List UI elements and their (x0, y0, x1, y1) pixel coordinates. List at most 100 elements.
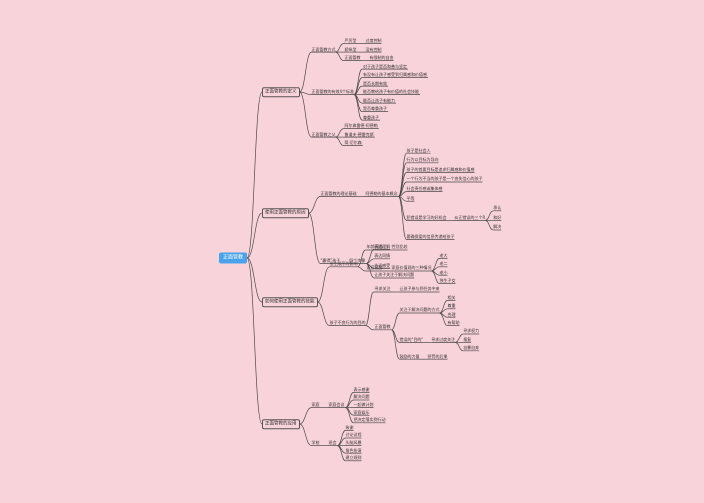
mindmap-node-depth-3[interactable]: 关注于解决问题的方式 (399, 307, 440, 313)
mindmap-node-depth-2[interactable]: 娇纵型 (344, 46, 357, 52)
mindmap-node-depth-3[interactable]: 鼓励的力量 (399, 353, 420, 359)
branch-connector (357, 266, 366, 272)
mindmap-node-depth-2[interactable]: 寻求关注 (374, 286, 391, 292)
branch-connector (431, 270, 440, 284)
mindmap-node-depth-3[interactable]: 表达理解 (374, 243, 391, 249)
main-branch-1[interactable]: 正面管教的定义 (262, 87, 300, 97)
mindmap-node-depth-3[interactable]: 有限制的自由 (369, 55, 394, 60)
mindmap-node-depth-1[interactable]: 正面管教的理论基础 (320, 190, 357, 196)
branch-connector (398, 196, 407, 240)
mindmap-node-depth-2[interactable]: 能否让孩子有能力 (363, 97, 396, 103)
main-branch-4[interactable]: 正面管教的应用 (262, 419, 300, 429)
mindmap-node-depth-4[interactable]: 合理 (447, 311, 456, 317)
mindmap-node-depth-1[interactable]: 出生顺序的影响 (329, 261, 358, 267)
mindmap-node-depth-3[interactable]: 把决定落实到行动 (353, 417, 386, 423)
mindmap-node-depth-2[interactable]: 严厉型 (344, 38, 357, 43)
mindmap-node-depth-2[interactable]: 是否长期有效 (363, 80, 388, 86)
mindmap-node-depth-5[interactable]: 解决 (493, 224, 502, 230)
mindmap-node-depth-1[interactable]: 孩子不良行为的目的 (329, 320, 366, 325)
mindmap-node-depth-3[interactable]: 孩子是社会人 (406, 147, 431, 153)
mindmap-node-depth-2[interactable]: 年龄间隔 (366, 244, 383, 250)
mindmap-node-depth-4[interactable]: 相关 (447, 294, 456, 300)
sub-branch-connector (299, 91, 312, 138)
mindmap-node-depth-2[interactable]: 家庭氛围 (366, 265, 383, 271)
mindmap-node-depth-3[interactable]: 没有控制 (365, 46, 382, 52)
mindmap-node-depth-2[interactable]: 有没有让孩子感受到归属感和价值感 (363, 72, 428, 77)
mindmap-node-depth-3[interactable]: 头脑风暴 (345, 440, 362, 445)
mindmap-node-depth-5[interactable]: 报复 (463, 336, 472, 342)
mindmap-node-depth-4[interactable]: 尊重 (447, 303, 456, 309)
mindmap-node-depth-3[interactable]: 家庭娱乐 (353, 409, 370, 415)
mindmap-node-depth-1[interactable]: "赢得"孩子 (320, 258, 341, 263)
mindmap-node-depth-3[interactable]: 角色扮演 (345, 447, 362, 453)
mindmap-node-depth-3[interactable]: 性别比较 (391, 244, 408, 250)
sub-branch-connector (308, 212, 321, 264)
mindmap-node-depth-2[interactable]: 阿尔弗雷德·阿德勒 (344, 123, 378, 128)
mindmap-node-depth-3[interactable]: 一个行为不当的孩子是一个丧失信心的孩子 (406, 176, 483, 182)
mindmap-node-depth-2[interactable]: 四个步骤 (349, 258, 366, 263)
mindmap-node-depth-3[interactable]: 孩子的首要目标是追求归属感和价值感 (406, 166, 475, 172)
branch-connector (485, 220, 494, 231)
branch-connector (335, 136, 344, 146)
mindmap-node-depth-4[interactable]: 有帮助 (447, 320, 460, 325)
branch-connector (353, 94, 363, 121)
branch-connector (335, 51, 344, 61)
mindmap-node-depth-3[interactable]: 家庭价值观的三种情况 (391, 265, 432, 271)
main-branch-3[interactable]: 如何使用正面管教的技能 (262, 297, 318, 307)
mindmap-node-depth-3[interactable]: 致谢 (345, 424, 354, 430)
mindmap-node-depth-2[interactable]: 鲁道夫·德雷克斯 (344, 131, 374, 137)
mindmap-node-depth-3[interactable]: 讨论议程 (345, 432, 362, 438)
mindmap-node-depth-4[interactable]: 独生子女 (439, 278, 456, 283)
mindmap-node-depth-1[interactable]: 正面管教方式 (311, 46, 336, 52)
mindmap-node-depth-3[interactable]: 要确保爱的信息传递给孩子 (406, 234, 455, 239)
root-node[interactable]: 正面管教 (219, 252, 248, 264)
sub-branch-connector (299, 423, 312, 446)
mindmap-node-depth-3[interactable]: 表达同情 (374, 253, 391, 259)
mindmap-node-depth-1[interactable]: 学校 (311, 440, 320, 445)
mindmap-node-depth-4[interactable]: 老小 (439, 269, 448, 275)
mindmap-node-depth-2[interactable]: 正面管教 (344, 55, 361, 60)
mindmap-node-depth-2[interactable]: 班会 (328, 440, 337, 445)
mindmap-node-depth-3[interactable]: 平等 (406, 195, 415, 201)
mindmap-node-depth-4[interactable]: 惩罚的后果 (427, 353, 448, 359)
mindmap-node-depth-2[interactable]: 正面管教 (374, 324, 391, 330)
branch-connector (391, 312, 400, 331)
mindmap-node-depth-1[interactable]: 家庭 (311, 402, 320, 407)
mindmap-node-depth-3[interactable]: 建立规则 (345, 455, 362, 461)
sub-branch-connector (308, 196, 321, 214)
mindmap-node-depth-3[interactable]: 表示感谢 (353, 386, 370, 392)
mindmap-node-depth-2[interactable]: 对于孩子是否和善与坚定 (363, 63, 408, 69)
mindmap-node-depth-4[interactable]: 纠正错误的三个R (454, 214, 486, 220)
mindmap-node-depth-3[interactable]: 解决问题 (353, 394, 370, 400)
mindmap-node-depth-5[interactable]: 和好 (493, 214, 502, 220)
main-branch-connector (246, 212, 263, 259)
mindmap-node-depth-4[interactable]: 老大 (439, 252, 448, 258)
mindmap-node-depth-5[interactable]: 自暴自弃 (463, 345, 480, 351)
mindmap-node-depth-3[interactable]: 过度控制 (365, 38, 382, 43)
mindmap-node-depth-3[interactable]: 错误的"目的" (399, 336, 424, 342)
mindmap-node-depth-2[interactable]: 简·尼尔森 (344, 140, 362, 145)
mindmap-node-depth-4[interactable]: 老二 (439, 261, 448, 267)
mindmap-node-depth-3[interactable]: 让孩子参与到任务中来 (399, 286, 440, 292)
mindmap-node-depth-3[interactable]: 一起做计划 (353, 402, 374, 407)
mindmap-node-depth-3[interactable]: 社会责任感或集体感 (406, 186, 443, 191)
mindmap-node-depth-3[interactable]: 行为以目标为导向 (406, 157, 439, 163)
mindmap-node-depth-2[interactable]: 阿德勒的基本概念 (365, 190, 398, 196)
branch-connector (439, 312, 448, 326)
mindmap-node-depth-5[interactable]: 承认 (493, 205, 502, 211)
mindmap-node-depth-5[interactable]: 寻求权力 (463, 328, 480, 334)
mindmap-node-depth-2[interactable]: 是否尊重孩子 (363, 106, 388, 111)
mindmap-node-depth-2[interactable]: 尊重孩子 (363, 114, 380, 120)
main-branch-2[interactable]: 使用正面管教的原因 (262, 208, 309, 218)
mindmap-node-depth-4[interactable]: 寻求过度关注 (431, 336, 456, 342)
mindmap-node-depth-1[interactable]: 正面管教之父 (311, 131, 336, 137)
branch-connector (485, 210, 494, 221)
sub-branch-connector (299, 407, 312, 425)
mindmap-node-depth-3[interactable]: 告诉感受 (374, 262, 391, 268)
mindmap-node-depth-1[interactable]: 正面管教的有效4个标准 (311, 89, 355, 94)
mindmap-node-depth-3[interactable]: 犯错误是学习的好机会 (406, 214, 447, 220)
mindmap-node-depth-2[interactable]: 能否教给孩子有价值的社会技能 (363, 89, 420, 94)
mindmap-node-depth-3[interactable]: 让孩子关注于解决问题 (374, 272, 415, 278)
mindmap-node-depth-2[interactable]: 家庭会议 (328, 402, 345, 407)
